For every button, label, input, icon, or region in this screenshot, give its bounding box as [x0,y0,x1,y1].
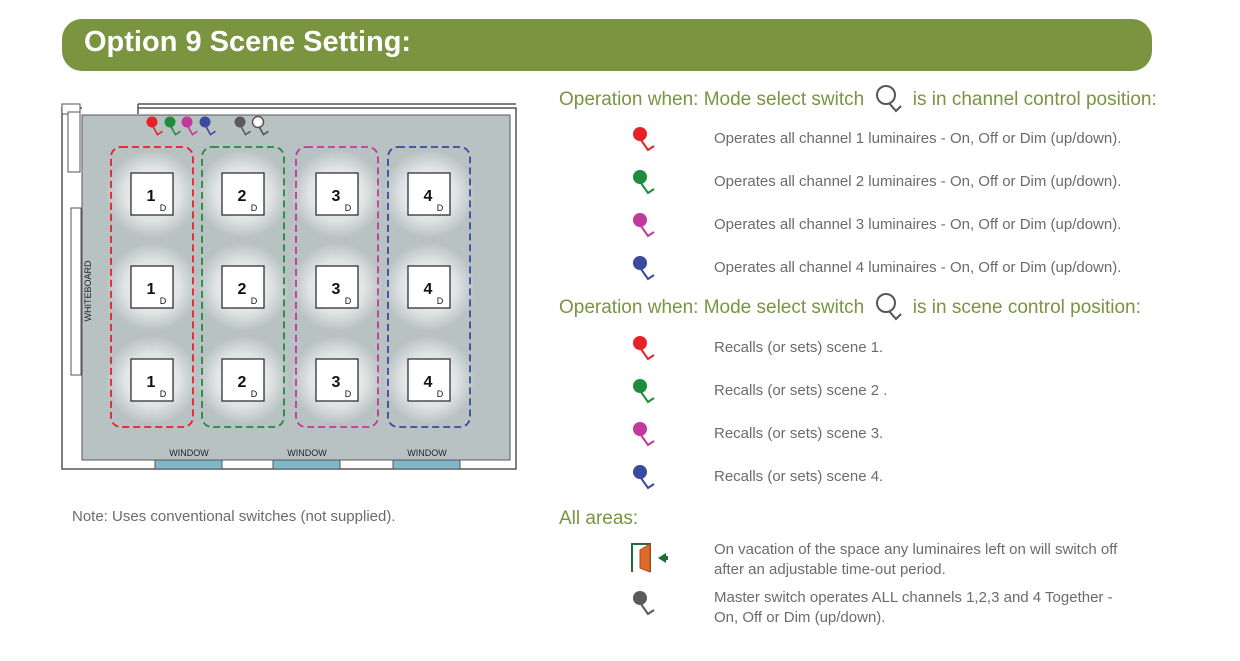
luminaire: 1D [130,265,174,309]
red-switch-icon [146,116,163,136]
grey-switch-icon [234,116,251,136]
luminaire-number: 1 [147,281,156,298]
dimmable-marker: D [437,296,444,306]
heading-prefix: Operation when: [559,89,699,111]
legend-text: Operates all channel 4 luminaires - On, … [714,259,1122,276]
mode-select-switch-icon [251,115,269,136]
luminaire: 3D [315,265,359,309]
page-title: Option 9 Scene Setting: [84,26,412,58]
blue-switch-icon [633,256,655,281]
dimmable-marker: D [437,203,444,213]
luminaire-number: 4 [424,281,433,298]
luminaire-number: 1 [147,374,156,391]
luminaire: 3D [315,358,359,402]
master-text-line2: On, Off or Dim (up/down). [714,609,886,626]
whiteboard-label: WHITEBOARD [83,260,93,322]
dimmable-marker: D [251,296,258,306]
window-label: WINDOW [287,448,327,458]
dimmable-marker: D [437,389,444,399]
luminaire-number: 3 [332,374,341,391]
master-legend-row: Master switch operates ALL channels 1,2,… [628,588,1188,628]
whiteboard [70,207,82,376]
heading-suffix: is in scene control position: [912,297,1141,319]
scene-section-heading: Operation when: Mode select switch is in… [559,292,1141,324]
legend-row: Operates all channel 3 luminaires - On, … [628,211,1188,245]
luminaire-number: 1 [147,188,156,205]
luminaire-number: 2 [238,281,247,298]
red-switch-icon [633,127,655,152]
luminaire: 1D [130,358,174,402]
all-areas-heading: All areas: [559,508,639,529]
mode-select-switch-icon [875,293,902,321]
luminaire: 4D [407,172,451,216]
magenta-switch-icon [633,213,655,238]
legend-row: Operates all channel 1 luminaires - On, … [628,125,1188,159]
luminaire-number: 3 [332,281,341,298]
dimmable-marker: D [160,203,167,213]
legend-row: Recalls (or sets) scene 4. [628,463,1188,497]
legend-row: Operates all channel 4 luminaires - On, … [628,254,1188,288]
luminaire: 4D [407,358,451,402]
heading-middle: Mode select switch [703,89,865,111]
legend-text: Operates all channel 2 luminaires - On, … [714,173,1122,190]
master-text-line1: Master switch operates ALL channels 1,2,… [714,589,1113,606]
green-switch-icon [633,170,655,195]
legend-row: Recalls (or sets) scene 3. [628,420,1188,454]
heading-middle: Mode select switch [703,297,865,319]
window-label: WINDOW [169,448,209,458]
blue-switch-icon [199,116,216,136]
luminaire: 2D [221,172,265,216]
luminaire: 4D [407,265,451,309]
window [154,459,223,470]
dimmable-marker: D [251,389,258,399]
master-switch-icon [633,591,655,616]
vacancy-text-line2: after an adjustable time-out period. [714,561,946,578]
green-switch-icon [164,116,181,136]
door-gap [82,104,138,112]
blue-switch-icon [633,465,655,490]
magenta-switch-icon [633,422,655,447]
dimmable-marker: D [160,389,167,399]
dimmable-marker: D [345,296,352,306]
window [392,459,461,470]
vacancy-exit-icon [631,543,668,573]
heading-prefix: Operation when: [559,297,699,319]
mode-select-switch-icon [875,85,902,113]
window-label: WINDOW [407,448,447,458]
note-text: Note: Uses conventional switches (not su… [72,508,396,525]
legend-text: Recalls (or sets) scene 3. [714,425,884,442]
legend-text: Recalls (or sets) scene 1. [714,339,884,356]
vacancy-text-line1: On vacation of the space any luminaires … [714,541,1118,558]
red-switch-icon [633,336,655,361]
legend-text: Operates all channel 1 luminaires - On, … [714,130,1122,147]
legend-row: Operates all channel 2 luminaires - On, … [628,168,1188,202]
title-banner: Option 9 Scene Setting: [62,19,1152,71]
dimmable-marker: D [345,203,352,213]
green-switch-icon [633,379,655,404]
luminaire-number: 2 [238,374,247,391]
legend-row: Recalls (or sets) scene 1. [628,334,1188,368]
legend-text: Recalls (or sets) scene 2 . [714,382,888,399]
legend-text: Operates all channel 3 luminaires - On, … [714,216,1122,233]
luminaire: 2D [221,265,265,309]
luminaire-number: 2 [238,188,247,205]
luminaire-number: 4 [424,374,433,391]
luminaire: 1D [130,172,174,216]
magenta-switch-icon [181,116,198,136]
dimmable-marker: D [160,296,167,306]
window [272,459,341,470]
dimmable-marker: D [251,203,258,213]
luminaire: 3D [315,172,359,216]
luminaire-number: 4 [424,188,433,205]
channel-section-heading: Operation when: Mode select switch is in… [559,84,1157,116]
heading-suffix: is in channel control position: [912,89,1157,111]
legend-row: Recalls (or sets) scene 2 . [628,377,1188,411]
luminaire: 2D [221,358,265,402]
luminaire-number: 3 [332,188,341,205]
vacancy-legend-row: On vacation of the space any luminaires … [628,540,1188,580]
legend-text: Recalls (or sets) scene 4. [714,468,884,485]
door-leaf [67,111,81,173]
dimmable-marker: D [345,389,352,399]
